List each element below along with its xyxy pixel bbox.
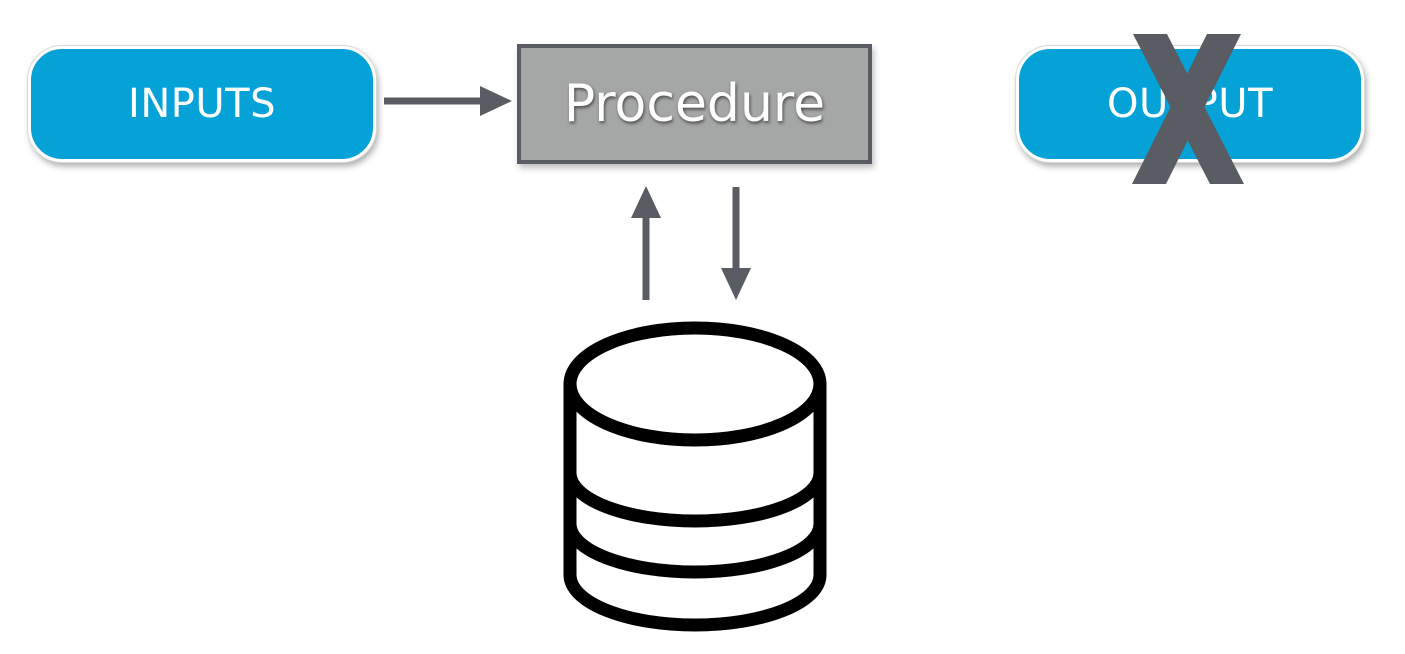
arrow-down-icon <box>721 187 751 300</box>
procedure-box: Procedure <box>517 44 872 164</box>
inputs-pill: INPUTS <box>28 46 376 162</box>
arrow-up-icon <box>631 186 661 300</box>
x-mark-icon <box>1132 34 1244 184</box>
procedure-label: Procedure <box>563 74 826 134</box>
database-icon <box>563 321 827 632</box>
inputs-label: INPUTS <box>128 81 276 127</box>
arrow-right-icon <box>384 86 512 116</box>
